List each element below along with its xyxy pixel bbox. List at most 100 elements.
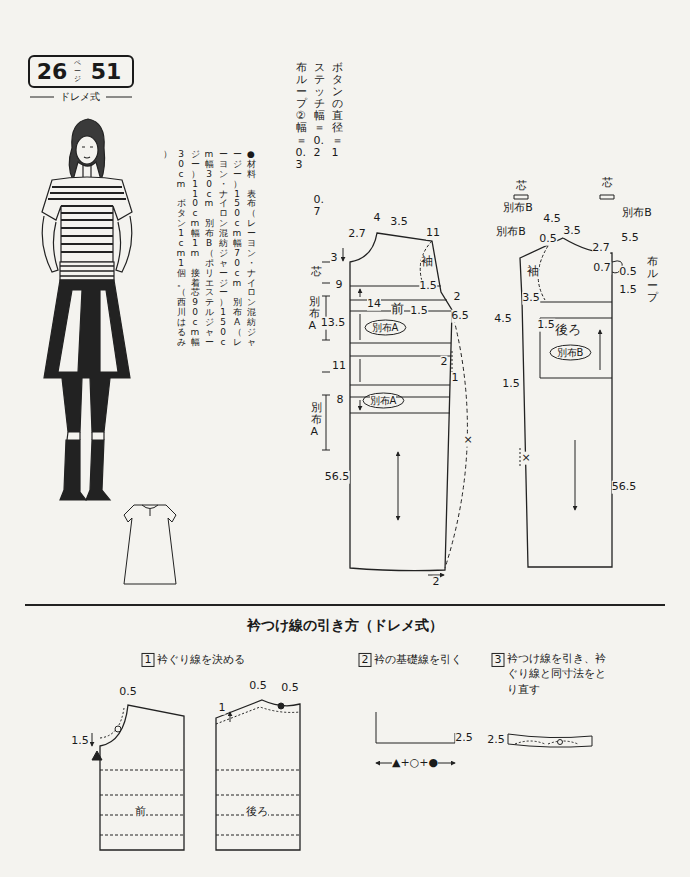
note-char: ボ: [174, 199, 188, 209]
note-char: レ: [244, 219, 258, 229]
note-char: m: [188, 328, 202, 338]
drawing-part: [25, 604, 665, 606]
dimension-label: 2.5: [487, 734, 505, 747]
drawing-part: [350, 286, 451, 413]
note-char: ジ: [216, 279, 230, 289]
note-char: は: [174, 318, 188, 328]
note-char: 0: [188, 199, 202, 209]
note-char: [230, 288, 244, 298]
oval-outline: [363, 393, 404, 408]
dimension-label: 14: [367, 298, 381, 311]
drawing-part: [508, 734, 592, 747]
notch-mark: ×: [521, 452, 530, 465]
note-char: 着: [188, 279, 202, 289]
note-char: ー: [216, 269, 230, 279]
note-char: [202, 209, 216, 219]
spec-note: 布ループ②幅＝0.3: [296, 62, 307, 171]
pattern-piece: 袖後ろ別布B: [515, 232, 617, 572]
note-char: m: [202, 199, 216, 209]
note-char: 1: [188, 239, 202, 249]
node-text: 26: [37, 60, 68, 84]
note-char: 材: [244, 160, 258, 170]
note-char: A: [230, 318, 244, 328]
note-char: c: [216, 338, 230, 348]
note-char: 料: [244, 170, 258, 180]
note-char: m: [230, 229, 244, 239]
dimension-label: 0.5: [619, 266, 637, 279]
step-text: 衿の基礎線を引く: [374, 654, 462, 667]
dimension-label: 5.5: [621, 232, 639, 245]
note-char: 川: [174, 308, 188, 318]
dimension-label: 6.5: [451, 310, 469, 323]
note-char: 幅: [230, 239, 244, 249]
dimension-label: 4.5: [494, 313, 512, 326]
note-char: c: [188, 318, 202, 328]
formula-label: ▲+○+●: [392, 757, 438, 770]
note-char: 0: [230, 209, 244, 219]
note-char: 布: [202, 229, 216, 239]
fabric-oval: 別布A: [362, 392, 405, 409]
note-char: 0: [230, 259, 244, 269]
dimension-label: 1: [219, 702, 226, 715]
note-char: （: [202, 249, 216, 259]
note-char: ャ: [216, 259, 230, 269]
note-char: ジ: [230, 160, 244, 170]
note-char: ・: [216, 180, 230, 190]
note-char: 混: [244, 308, 258, 318]
note-char: ジ: [216, 249, 230, 259]
note-char: 紡: [216, 239, 230, 249]
dimension-label: 3.5: [390, 216, 408, 229]
drawing-part: [216, 770, 300, 835]
fabric-label: 芯: [311, 266, 322, 278]
node-text: ページ: [74, 60, 81, 83]
note-char: 0: [174, 160, 188, 170]
notch-mark: ×: [463, 434, 472, 447]
step-number: 3: [492, 653, 505, 667]
dimension-label: 1.5: [71, 735, 89, 748]
drawing-part: [322, 262, 330, 450]
note-char: ス: [202, 288, 216, 298]
dimension-label: 1: [452, 372, 459, 385]
drawing-part: [124, 505, 176, 584]
note-char: タ: [174, 209, 188, 219]
outline: [214, 696, 304, 853]
note-char: ナ: [244, 269, 258, 279]
drawing-part: [60, 440, 86, 500]
note-char: [244, 180, 258, 190]
node-text: 前: [135, 806, 146, 818]
note-char: 別: [202, 219, 216, 229]
pattern-piece: 前: [98, 698, 188, 853]
drawing-part: [42, 177, 132, 262]
back-pattern-lines: [514, 195, 622, 510]
drawing-part: [106, 97, 132, 98]
note-char: リ: [202, 269, 216, 279]
system-label: ドレメ式: [60, 91, 100, 103]
dimension-label: 0.7: [593, 262, 611, 275]
outline: [515, 232, 617, 572]
note-char: 0: [202, 180, 216, 190]
note-char: ン: [174, 219, 188, 229]
dimension-label: 3.5: [563, 225, 581, 238]
node-text: 袖: [421, 255, 433, 268]
drawing-part: [76, 136, 98, 164]
note-char: （: [244, 209, 258, 219]
section-title: 衿つけ線の引き方（ドレメ式）: [247, 617, 443, 633]
dimension-label: 56.5: [325, 471, 350, 484]
note-char: 1: [174, 259, 188, 269]
dimension-label: 0.5: [281, 682, 299, 695]
note-char: 1: [230, 190, 244, 200]
dimension-label: 2: [441, 356, 448, 369]
note-char: c: [174, 170, 188, 180]
drawing-part: [86, 440, 110, 500]
dimension-label: 8: [337, 394, 344, 407]
dimension-label: 4.5: [543, 213, 561, 226]
pattern-piece: 後ろ: [214, 696, 304, 853]
note-char: テ: [202, 298, 216, 308]
drawing-part: [343, 248, 344, 261]
note-char: ヨ: [216, 160, 230, 170]
drawing-part: [44, 280, 130, 378]
note-char: イ: [244, 279, 258, 289]
step-number: 1: [142, 653, 155, 667]
note-char: ポ: [202, 259, 216, 269]
fabric-label: 別布B: [503, 202, 533, 215]
